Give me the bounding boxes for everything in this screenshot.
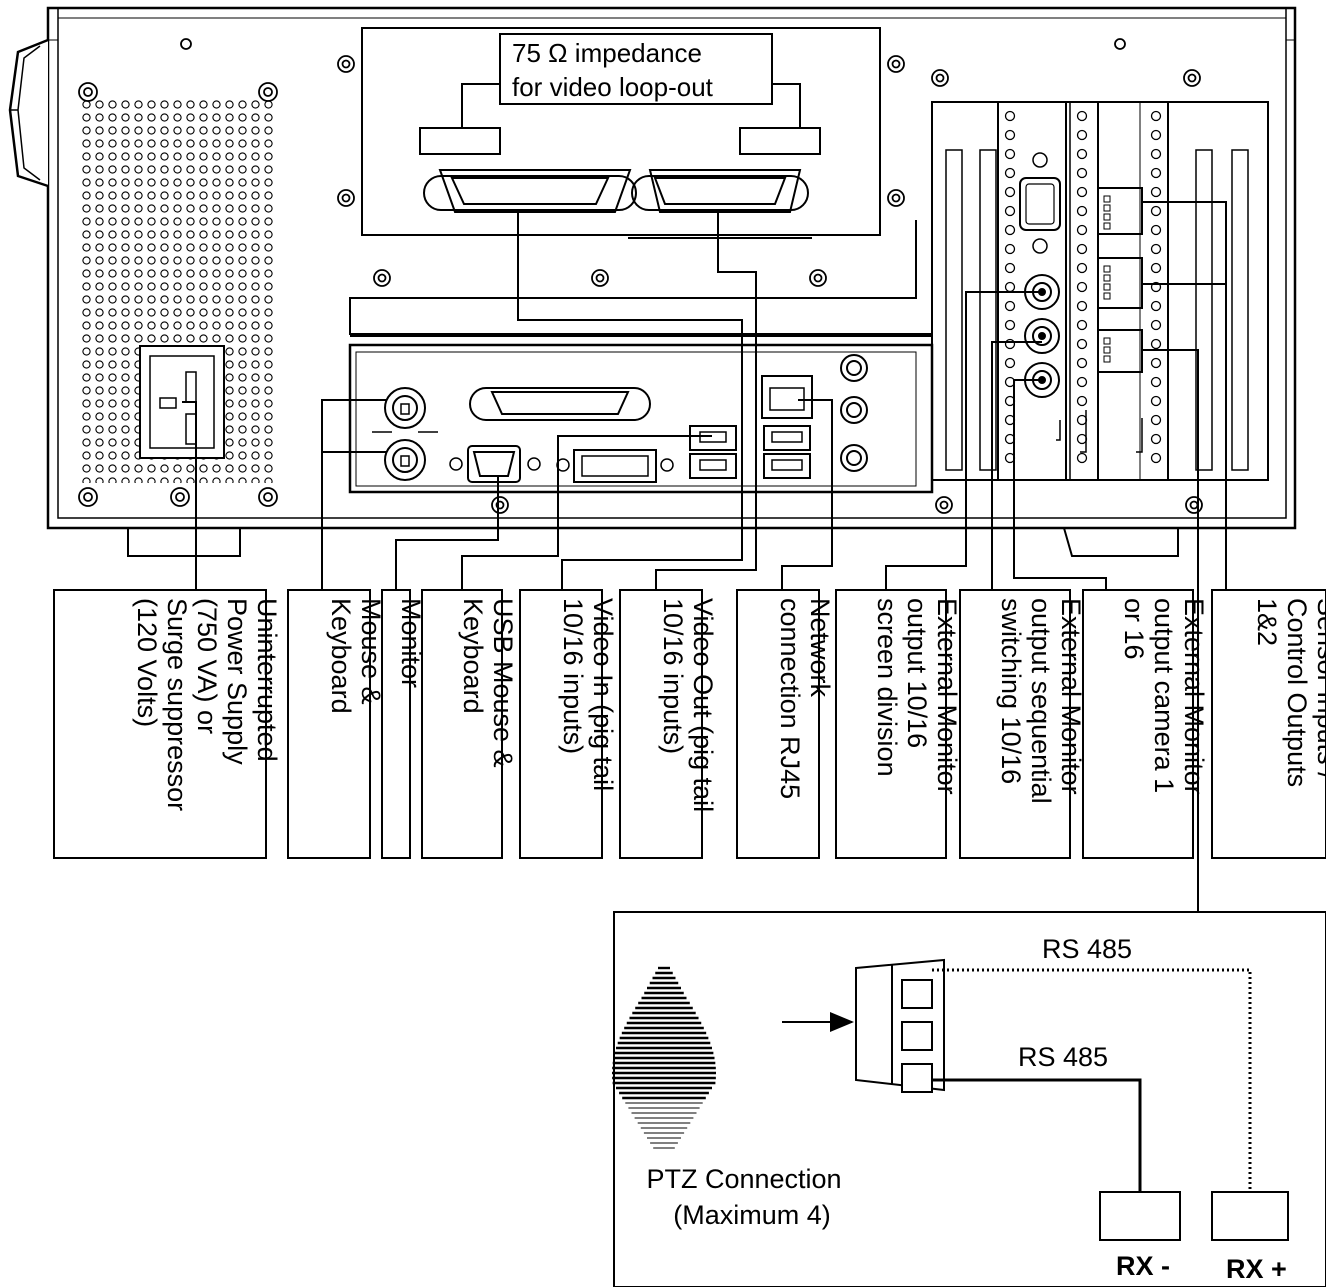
- port-label-sensor-line-2: Control Outputs: [1282, 598, 1312, 787]
- impedance-note-line2: for video loop-out: [512, 72, 714, 102]
- port-label-ext-monitor-division-line-2: output 10/16: [902, 598, 932, 748]
- video-out-connector[interactable]: [631, 169, 809, 213]
- port-label-ups-line-2: Power Supply: [222, 598, 252, 765]
- rx-minus-label: RX -: [1116, 1251, 1170, 1281]
- ptz-panel: RS 485 RS 485 RX - RX + PTZ Connection (…: [612, 911, 1326, 1287]
- port-label-network-line-1: Network: [805, 598, 835, 698]
- ptz-terminal-3[interactable]: [901, 1063, 933, 1093]
- rs485-bottom-label: RS 485: [1018, 1042, 1108, 1072]
- dvi-port[interactable]: [556, 449, 674, 483]
- port-label-monitor: Monitor: [381, 589, 426, 859]
- port-label-ups-line-1: Uninterrupted: [252, 598, 282, 762]
- vga-port[interactable]: [449, 445, 541, 483]
- impedance-switch-left[interactable]: [419, 127, 501, 155]
- usb-ports-right[interactable]: [763, 425, 811, 479]
- port-label-ext-monitor-camera-line-2: output camera 1: [1149, 598, 1179, 793]
- port-label-ups-line-4: Surge suppressor: [162, 598, 192, 811]
- rx-minus-terminal: [1099, 1191, 1181, 1241]
- port-label-video-in-line-2: 10/16 inputs): [558, 598, 588, 754]
- usb-ports[interactable]: [689, 425, 737, 479]
- ps2-mouse-port[interactable]: [384, 387, 426, 429]
- bnc-output-2[interactable]: [1024, 318, 1060, 354]
- port-label-mouse-keyboard-line-2: Keyboard: [326, 598, 356, 714]
- port-label-usb: USB Mouse &Keyboard: [421, 589, 518, 859]
- ptz-camera-icon: [612, 966, 716, 1149]
- port-label-ext-monitor-sequential-line-2: output sequential: [1026, 598, 1056, 804]
- rs485-top-label: RS 485: [1042, 934, 1132, 964]
- port-label-sensor-line-3: 1&2: [1252, 598, 1282, 646]
- port-label-usb-line-1: USB Mouse &: [488, 598, 518, 768]
- ptz-terminal-1[interactable]: [901, 979, 933, 1009]
- io-shield: [348, 220, 934, 494]
- port-label-ext-monitor-sequential-line-3: switching 10/16: [996, 598, 1026, 784]
- ptz-terminal-connector: [855, 958, 945, 1093]
- port-label-ext-monitor-division-line-3: screen division: [872, 598, 902, 777]
- rx-plus-terminal: [1211, 1191, 1289, 1241]
- dvr-rear-panel: [8, 6, 1297, 557]
- rj45-port[interactable]: [761, 375, 813, 419]
- port-label-video-out-line-2: 10/16 inputs): [658, 598, 688, 754]
- ptz-caption-line1: PTZ Connection: [646, 1164, 841, 1194]
- ptz-caption-line2: (Maximum 4): [673, 1200, 831, 1230]
- impedance-note-line1: 75 Ω impedance: [512, 38, 702, 68]
- terminal-block-ptz[interactable]: [1097, 329, 1143, 373]
- ptz-terminal-2[interactable]: [901, 1021, 933, 1051]
- panel-screws: [78, 38, 1203, 514]
- port-label-ups-line-5: (120 Volts): [132, 598, 162, 727]
- port-label-sensor-line-1: Sensor Inputs /: [1312, 598, 1326, 780]
- connection-lines: [182, 83, 1227, 912]
- port-label-video-in-line-1: Video In (pig tail: [588, 598, 618, 791]
- power-supply-section: [80, 98, 276, 483]
- port-label-video-out-line-1: Video Out (pig tail: [688, 598, 718, 812]
- port-label-ext-monitor-camera-line-3: or 16: [1119, 598, 1149, 660]
- audio-jacks[interactable]: [840, 354, 868, 472]
- port-label-ext-monitor-camera-line-1: External Monitor: [1179, 598, 1209, 795]
- port-label-ext-monitor-sequential-line-1: External Monitor: [1056, 598, 1086, 795]
- port-label-mouse-keyboard: Mouse &Keyboard: [287, 589, 386, 859]
- port-label-network-line-2: connection RJ45: [775, 598, 805, 799]
- video-in-connector[interactable]: [423, 169, 637, 213]
- rx-plus-label: RX +: [1226, 1254, 1287, 1284]
- impedance-note: 75 Ω impedance for video loop-out: [499, 33, 773, 105]
- rs485-plus-line: [932, 968, 1252, 1192]
- port-label-ext-monitor-division-line-1: External Monitor: [932, 598, 962, 795]
- impedance-switch-right[interactable]: [739, 127, 821, 155]
- terminal-block-1[interactable]: [1097, 187, 1143, 235]
- parallel-port[interactable]: [469, 387, 651, 421]
- port-label-usb-line-2: Keyboard: [458, 598, 488, 714]
- ps2-keyboard-port[interactable]: [384, 439, 426, 481]
- rs485-minus-line: [932, 1078, 1142, 1192]
- port-label-ups-line-3: (750 VA) or: [192, 598, 222, 734]
- card-mount-holes: [1004, 110, 1162, 464]
- terminal-block-2[interactable]: [1097, 257, 1143, 309]
